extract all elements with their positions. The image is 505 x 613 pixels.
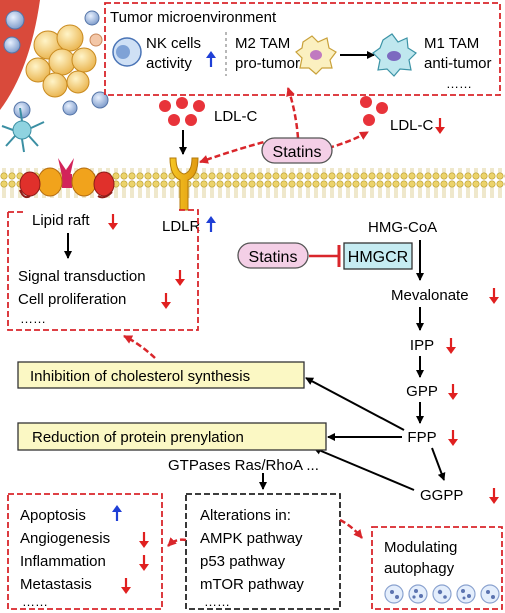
- cell-proliferation-label: Cell proliferation: [18, 291, 126, 308]
- hmgcr-label: HMGCR: [348, 249, 408, 266]
- ldlc-particles-right: [360, 96, 388, 126]
- protein-prenylation-box: [17, 422, 327, 451]
- tumor-tissue-illustration: [0, 0, 109, 153]
- ldlc-right-down-arrow-icon: [435, 118, 445, 134]
- ggpp-label: GGPP: [420, 487, 463, 504]
- outcomes-box: [7, 493, 163, 610]
- autophagy-box: [371, 526, 503, 610]
- mevalonate-down-arrow-icon: [489, 288, 499, 304]
- protein-prenylation-label: Reduction of protein prenylation: [32, 429, 244, 446]
- nk-activity-label: activity: [146, 55, 192, 72]
- ldlc-particles-left: [159, 97, 205, 126]
- gpp-down-arrow-icon: [448, 384, 458, 400]
- inhibition-cholesterol-label: Inhibition of cholesterol synthesis: [30, 368, 250, 385]
- raft-ellipsis: ……: [20, 311, 46, 326]
- autophagosome-icons: [384, 584, 500, 604]
- ldlr-receptor-icon: [169, 157, 199, 211]
- ldlc-right-label: LDL-C: [390, 117, 434, 134]
- apoptosis-up-arrow-icon: [112, 505, 122, 521]
- autophagy-line1: Modulating: [384, 539, 457, 556]
- lipid-raft-receptor-icon: [19, 158, 115, 199]
- inflammation-down-arrow-icon: [139, 555, 149, 571]
- p53-pathway-label: p53 pathway: [200, 553, 286, 570]
- tme-title: Tumor microenvironment: [110, 9, 277, 26]
- inflammation-label: Inflammation: [20, 553, 106, 570]
- inhibition-cholesterol-box: [17, 361, 305, 389]
- statins-top-pill: [261, 137, 333, 164]
- alterations-to-autophagy-arrow: [339, 518, 363, 539]
- fpp-to-inhibition-arrow: [305, 377, 405, 431]
- m2-pro-tumor-label: pro-tumor: [235, 55, 300, 72]
- gtpases-label: GTPases Ras/RhoA ...: [168, 457, 319, 474]
- ampk-pathway-label: AMPK pathway: [200, 530, 303, 547]
- nk-cells-label: NK cells: [146, 35, 201, 52]
- ipp-label: IPP: [410, 337, 434, 354]
- statins-to-ldlr-arrow: [199, 138, 273, 164]
- lipid-raft-down-arrow-icon: [108, 214, 118, 230]
- outcomes-ellipsis: ……: [22, 594, 48, 609]
- hmgcr-box: [343, 242, 413, 270]
- statins-mid-label: Statins: [249, 249, 298, 266]
- ldlr-label: LDLR: [162, 218, 201, 235]
- inhibition-to-raft-arrow: [123, 334, 156, 359]
- statins-top-label: Statins: [273, 144, 322, 161]
- m1-anti-tumor-label: anti-tumor: [424, 55, 492, 72]
- fpp-label: FPP: [407, 429, 436, 446]
- metastasis-label: Metastasis: [20, 576, 92, 593]
- alterations-title: Alterations in:: [200, 507, 291, 524]
- mtor-pathway-label: mTOR pathway: [200, 576, 304, 593]
- gpp-label: GPP: [406, 383, 438, 400]
- mevalonate-label: Mevalonate: [391, 287, 469, 304]
- metastasis-down-arrow-icon: [121, 578, 131, 594]
- m2-macrophage-icon: [295, 35, 337, 75]
- fpp-down-arrow-icon: [448, 430, 458, 446]
- m1-macrophage-icon: [372, 33, 417, 77]
- alterations-box: [185, 493, 341, 610]
- ggpp-to-prenylation-arrow: [313, 447, 415, 491]
- tme-ellipsis: ……: [446, 76, 472, 91]
- alterations-to-outcomes-arrow: [167, 537, 187, 547]
- ggpp-down-arrow-icon: [489, 488, 499, 504]
- signal-transduction-label: Signal transduction: [18, 268, 146, 285]
- statins-to-ldlc-arrow: [327, 130, 369, 150]
- angiogenesis-down-arrow-icon: [139, 532, 149, 548]
- hmgcoa-label: HMG-CoA: [368, 219, 437, 236]
- apoptosis-label: Apoptosis: [20, 507, 86, 524]
- autophagy-line2: autophagy: [384, 560, 455, 577]
- nk-up-arrow-icon: [206, 51, 216, 67]
- angiogenesis-label: Angiogenesis: [20, 530, 110, 547]
- lipid-raft-box: [7, 209, 199, 331]
- tme-box: [104, 2, 501, 96]
- fpp-to-ggpp-arrow: [431, 447, 446, 481]
- statins-to-tme-arrow: [286, 87, 300, 139]
- alterations-ellipsis: ……: [204, 594, 230, 609]
- proliferation-down-arrow-icon: [161, 293, 171, 309]
- ldlr-up-arrow-icon: [206, 216, 216, 232]
- ipp-down-arrow-icon: [446, 338, 456, 354]
- nk-cell-icon: [112, 37, 142, 67]
- m2-tam-label: M2 TAM: [235, 35, 290, 52]
- dendritic-cell-icon: [1, 107, 45, 153]
- m1-tam-label: M1 TAM: [424, 35, 479, 52]
- ldlc-left-label: LDL-C: [214, 108, 258, 125]
- signal-down-arrow-icon: [175, 270, 185, 286]
- lipid-raft-label: Lipid raft: [32, 212, 90, 229]
- statins-mid-pill: [237, 242, 309, 269]
